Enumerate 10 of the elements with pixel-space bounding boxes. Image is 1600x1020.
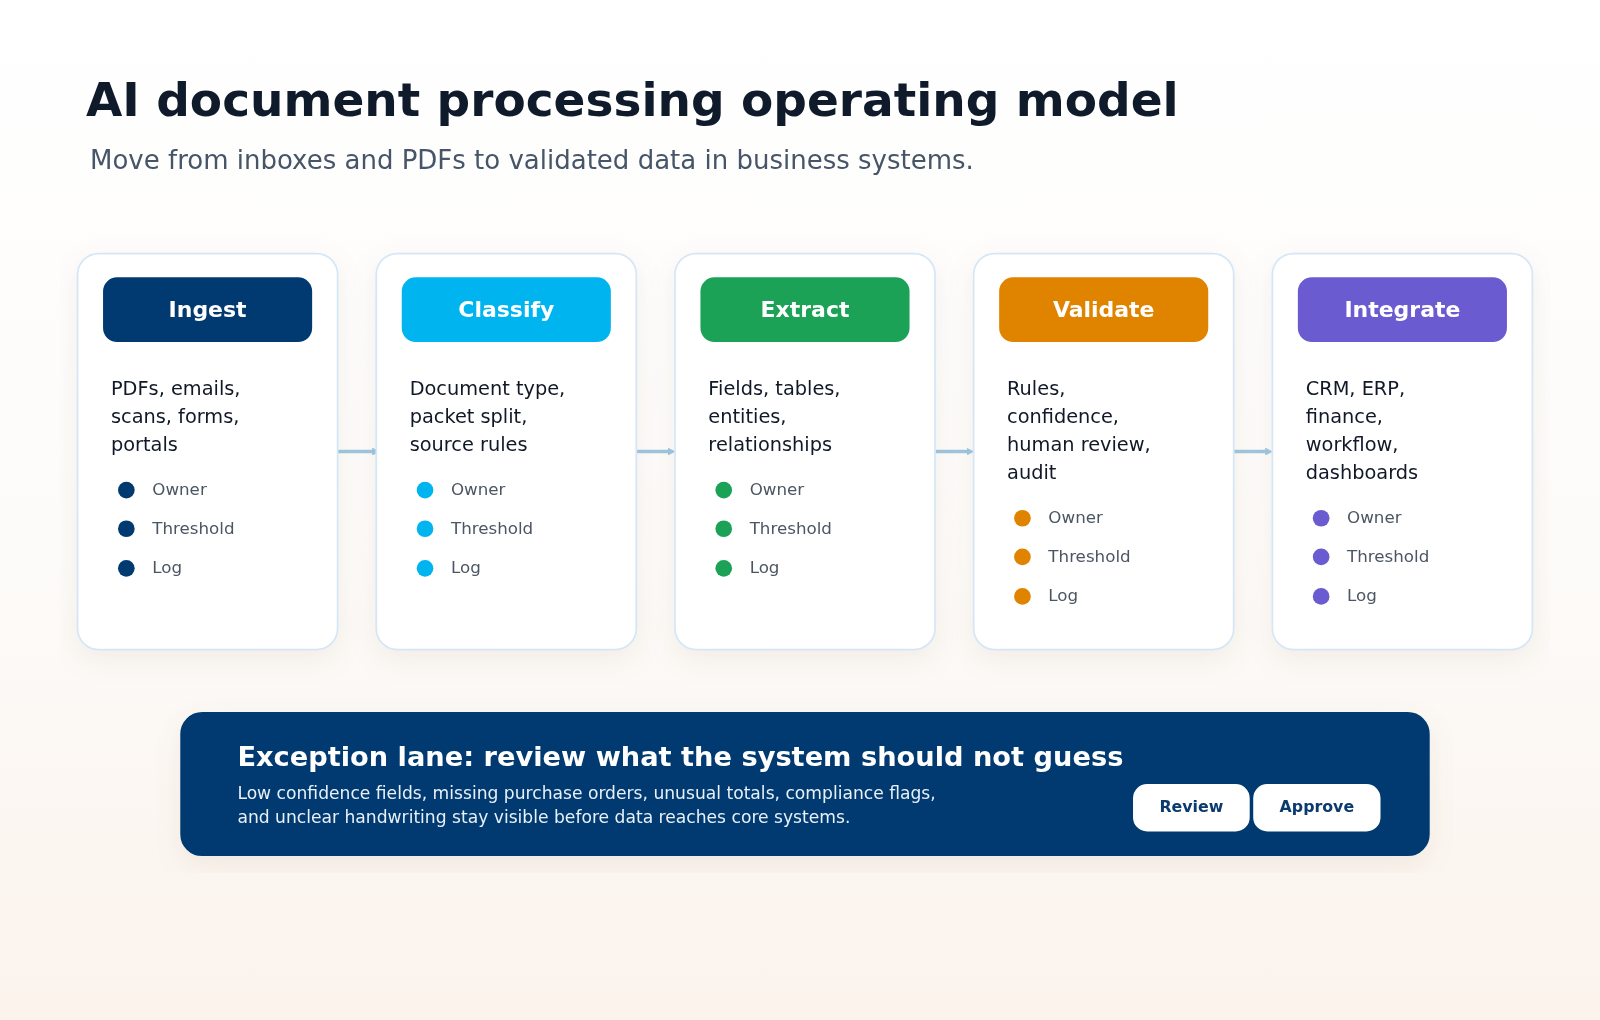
node-box: Ingest: [103, 277, 313, 343]
subtitle: Move from inboxes and PDFs to validated data in business systems.: [90, 144, 974, 177]
node-box: Review: [1133, 784, 1250, 832]
node-box: Integrate: [1297, 277, 1507, 343]
arrow: [1233, 447, 1273, 456]
node-box: Extract: [700, 277, 910, 343]
title: AI document processing operating model: [86, 72, 1179, 129]
node-box: Approve: [1253, 784, 1381, 832]
node-box: Classify: [401, 277, 611, 343]
node-box: Validate: [999, 277, 1209, 343]
